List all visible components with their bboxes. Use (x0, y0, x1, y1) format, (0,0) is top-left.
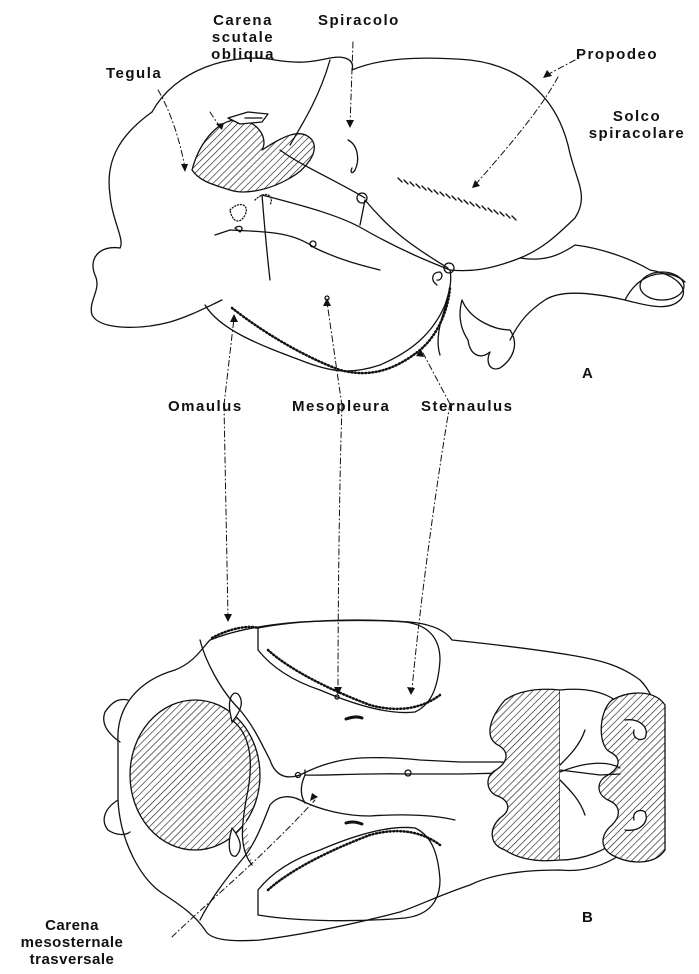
label-propodeo: Propodeo (576, 46, 658, 63)
sternaulus-edge (232, 288, 450, 373)
label-carena-l3: obliqua (198, 46, 288, 63)
suture-6 (290, 60, 330, 145)
petiole (625, 274, 685, 300)
propodeum-rear (510, 245, 683, 340)
suture-1 (262, 195, 450, 270)
b-upper-shield (258, 620, 440, 713)
label-tegula: Tegula (106, 65, 162, 82)
label-carena-b-l1: Carena (16, 917, 128, 934)
label-view-a: A (582, 365, 594, 382)
suture-2 (230, 230, 380, 270)
label-sternaulus: Sternaulus (421, 398, 514, 415)
b-pit-2 (405, 770, 411, 776)
label-carena-b-l3: trasversale (16, 951, 128, 968)
label-carena-mesosternale-trasversale: Carena mesosternale trasversale (16, 917, 128, 968)
b-midline (305, 770, 520, 775)
b-far-coxae (599, 693, 665, 862)
view-a-drawing (91, 57, 685, 373)
label-spiracolo: Spiracolo (318, 12, 400, 29)
label-omaulus: Omaulus (168, 398, 243, 415)
label-carena-b-l2: mesosternale (16, 934, 128, 951)
label-solco-l1: Solco (578, 108, 696, 125)
suture-3 (215, 195, 270, 280)
hind-coxa (460, 300, 515, 369)
label-view-b: B (582, 909, 594, 926)
b-right-coxae (488, 689, 560, 860)
label-carena-l2: scutale (198, 29, 288, 46)
solco-spiracolare-marks (398, 178, 516, 220)
label-mesopleura: Mesopleura (292, 398, 390, 415)
label-solco-l2: spiracolare (578, 125, 696, 142)
label-carena-scutale-obliqua: Carena scutale obliqua (198, 12, 288, 63)
label-solco-spiracolare: Solco spiracolare (578, 108, 696, 142)
spiracle (348, 140, 358, 173)
tegula-hatched (192, 120, 314, 192)
label-carena-l1: Carena (198, 12, 288, 29)
view-b-drawing (104, 620, 665, 941)
